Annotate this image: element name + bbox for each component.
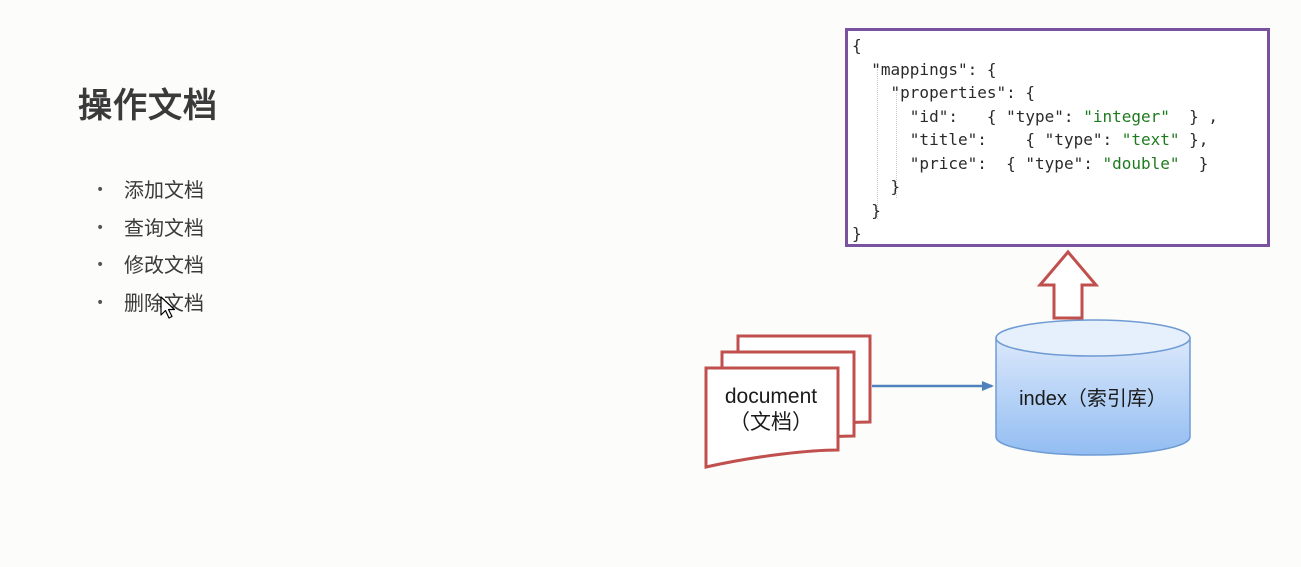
json-type-value: "double": [1102, 153, 1180, 173]
up-arrow-icon: [1036, 249, 1100, 320]
list-item: • 查询文档: [96, 210, 204, 248]
indent-guide: [896, 93, 897, 198]
document-label-main: document: [724, 385, 818, 408]
json-type-key: "type": [1044, 130, 1103, 149]
json-field-key: "price": [909, 153, 978, 173]
list-item-label: 修改文档: [124, 253, 204, 277]
bullet-icon: •: [96, 182, 105, 198]
json-field-key: "id": [909, 106, 949, 126]
index-label: index（索引库）: [1019, 388, 1167, 410]
page-title: 操作文档: [78, 86, 218, 126]
index-cylinder-icon: [995, 319, 1191, 456]
json-type-value: "text": [1121, 130, 1180, 149]
list-item: • 修改文档: [96, 247, 204, 285]
mapping-json-code: { "mappings": { "properties": { "id": { …: [852, 36, 1219, 243]
json-key-mappings: "mappings": [871, 59, 968, 79]
mouse-cursor-icon: [160, 296, 176, 319]
json-type-key: "type": [1025, 153, 1084, 173]
bullet-icon: •: [96, 219, 105, 236]
json-field-key: "title": [909, 130, 978, 149]
list-item: • 添加文档: [96, 172, 204, 210]
json-tail: } ,: [1189, 106, 1219, 126]
json-tail: },: [1189, 130, 1209, 149]
json-key-properties: "properties": [890, 83, 1007, 102]
document-stack-icon: [704, 334, 872, 469]
document-label: document （文档）: [710, 384, 832, 436]
json-tail: }: [1198, 153, 1209, 173]
list-item-label: 添加文档: [124, 178, 204, 202]
mapping-json-box: { "mappings": { "properties": { "id": { …: [845, 28, 1270, 247]
operations-list: •添加文档 •查询文档 •修改文档 •删除文档: [96, 172, 204, 322]
list-item-label: 查询文档: [124, 215, 204, 240]
indent-guide: [877, 69, 878, 219]
json-type-key: "type": [1006, 106, 1064, 126]
json-type-value: "integer": [1083, 106, 1170, 126]
json-brace: {: [852, 36, 862, 55]
bullet-icon: •: [96, 294, 105, 311]
document-label-sub: （文档）: [729, 411, 813, 434]
bullet-icon: •: [96, 257, 105, 273]
